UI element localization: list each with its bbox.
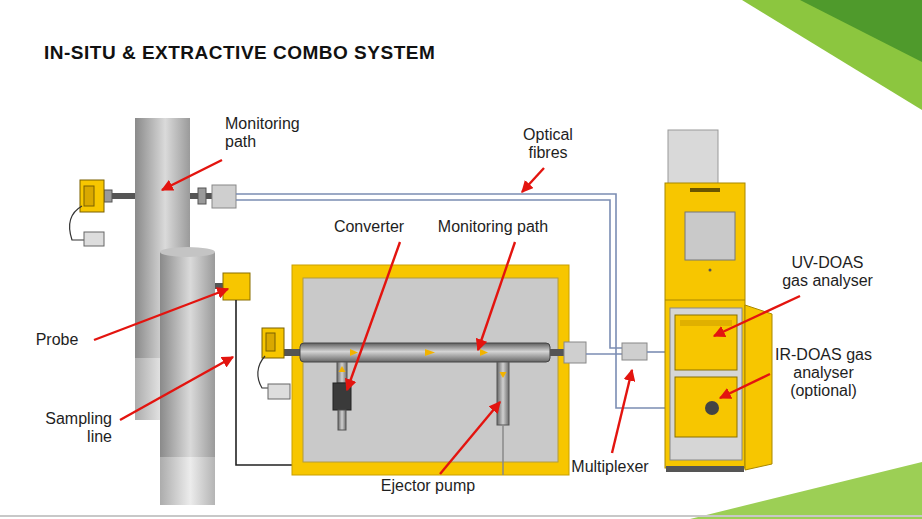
callout-label: IR-DOAS gas analyser (optional) <box>775 346 872 400</box>
flow-arrow <box>500 372 507 378</box>
display <box>685 212 735 260</box>
leader-arrow <box>440 402 500 474</box>
cable <box>70 206 84 240</box>
cabinet-divider <box>665 300 745 301</box>
flow-arrow <box>480 349 488 356</box>
indicator <box>709 269 712 272</box>
receiver-box <box>564 342 586 363</box>
probe-box <box>223 273 250 300</box>
callout-label: Multiplexer <box>560 458 660 476</box>
mount-tube <box>190 193 198 199</box>
callout-label: Probe <box>26 331 88 349</box>
callout-label: UV-DOAS gas analyser <box>779 254 876 290</box>
leader-arrow <box>120 357 233 420</box>
enclosure-interior <box>303 278 558 462</box>
measuring-tube <box>300 343 550 362</box>
enclosure <box>292 265 569 475</box>
uv-doas-analyser <box>675 315 737 370</box>
power-box <box>268 384 290 399</box>
in-situ-lamp-unit <box>80 180 104 212</box>
stack-base <box>160 457 215 505</box>
callout-label: Sampling line <box>24 410 112 446</box>
leader-arrow <box>522 168 544 192</box>
cabinet-top <box>668 130 718 184</box>
power-box <box>84 232 104 246</box>
flow-arrow <box>350 349 358 356</box>
cabinet-door <box>745 305 772 470</box>
analyser-cabinet <box>665 183 745 468</box>
exhaust-line <box>502 425 504 475</box>
stack-top <box>160 247 215 257</box>
flow-arrow <box>425 349 435 356</box>
cabinet-logo <box>690 188 720 192</box>
leader-arrow <box>612 370 632 453</box>
leader-arrow <box>162 160 222 190</box>
flow-arrow <box>339 366 346 372</box>
mount-tube <box>112 193 135 199</box>
analyser-detail <box>680 320 732 326</box>
leader-arrow <box>478 242 515 350</box>
cabinet-interior <box>670 308 742 460</box>
ejector-pump <box>497 362 509 425</box>
slide-title: IN-SITU & EXTRACTIVE COMBO SYSTEM <box>44 42 435 64</box>
lamp-unit <box>262 328 284 358</box>
stack <box>160 252 215 457</box>
mount-tube <box>206 193 212 199</box>
flange <box>198 188 206 204</box>
pipe <box>338 410 346 430</box>
callout-label: Converter <box>326 218 412 236</box>
leader-arrow <box>714 296 800 336</box>
cable <box>258 356 268 388</box>
multiplexer <box>622 343 647 360</box>
cabinet-base <box>666 466 744 472</box>
unit-detail <box>266 333 275 351</box>
callout-label: Optical fibres <box>512 126 584 162</box>
slide-decoration <box>742 0 922 110</box>
optical-fibre <box>586 353 622 355</box>
receiver-box <box>212 185 236 208</box>
mount-tube <box>284 349 300 356</box>
mount-tube <box>550 349 564 356</box>
leader-arrows <box>94 160 800 474</box>
leader-arrow <box>720 374 770 398</box>
callout-label: Monitoring path <box>418 218 568 236</box>
slide-rule <box>0 515 922 517</box>
fan-grille <box>705 401 719 415</box>
leader-arrow <box>94 289 228 340</box>
flange <box>104 190 112 202</box>
callout-label: Ejector pump <box>370 477 486 495</box>
probe-mount <box>215 283 223 289</box>
ir-doas-analyser <box>675 377 737 437</box>
slide-decoration <box>800 0 922 62</box>
unit-detail <box>84 186 94 206</box>
pipe <box>337 362 347 383</box>
callout-label: Monitoring path <box>225 115 315 151</box>
leader-arrow <box>347 242 400 390</box>
